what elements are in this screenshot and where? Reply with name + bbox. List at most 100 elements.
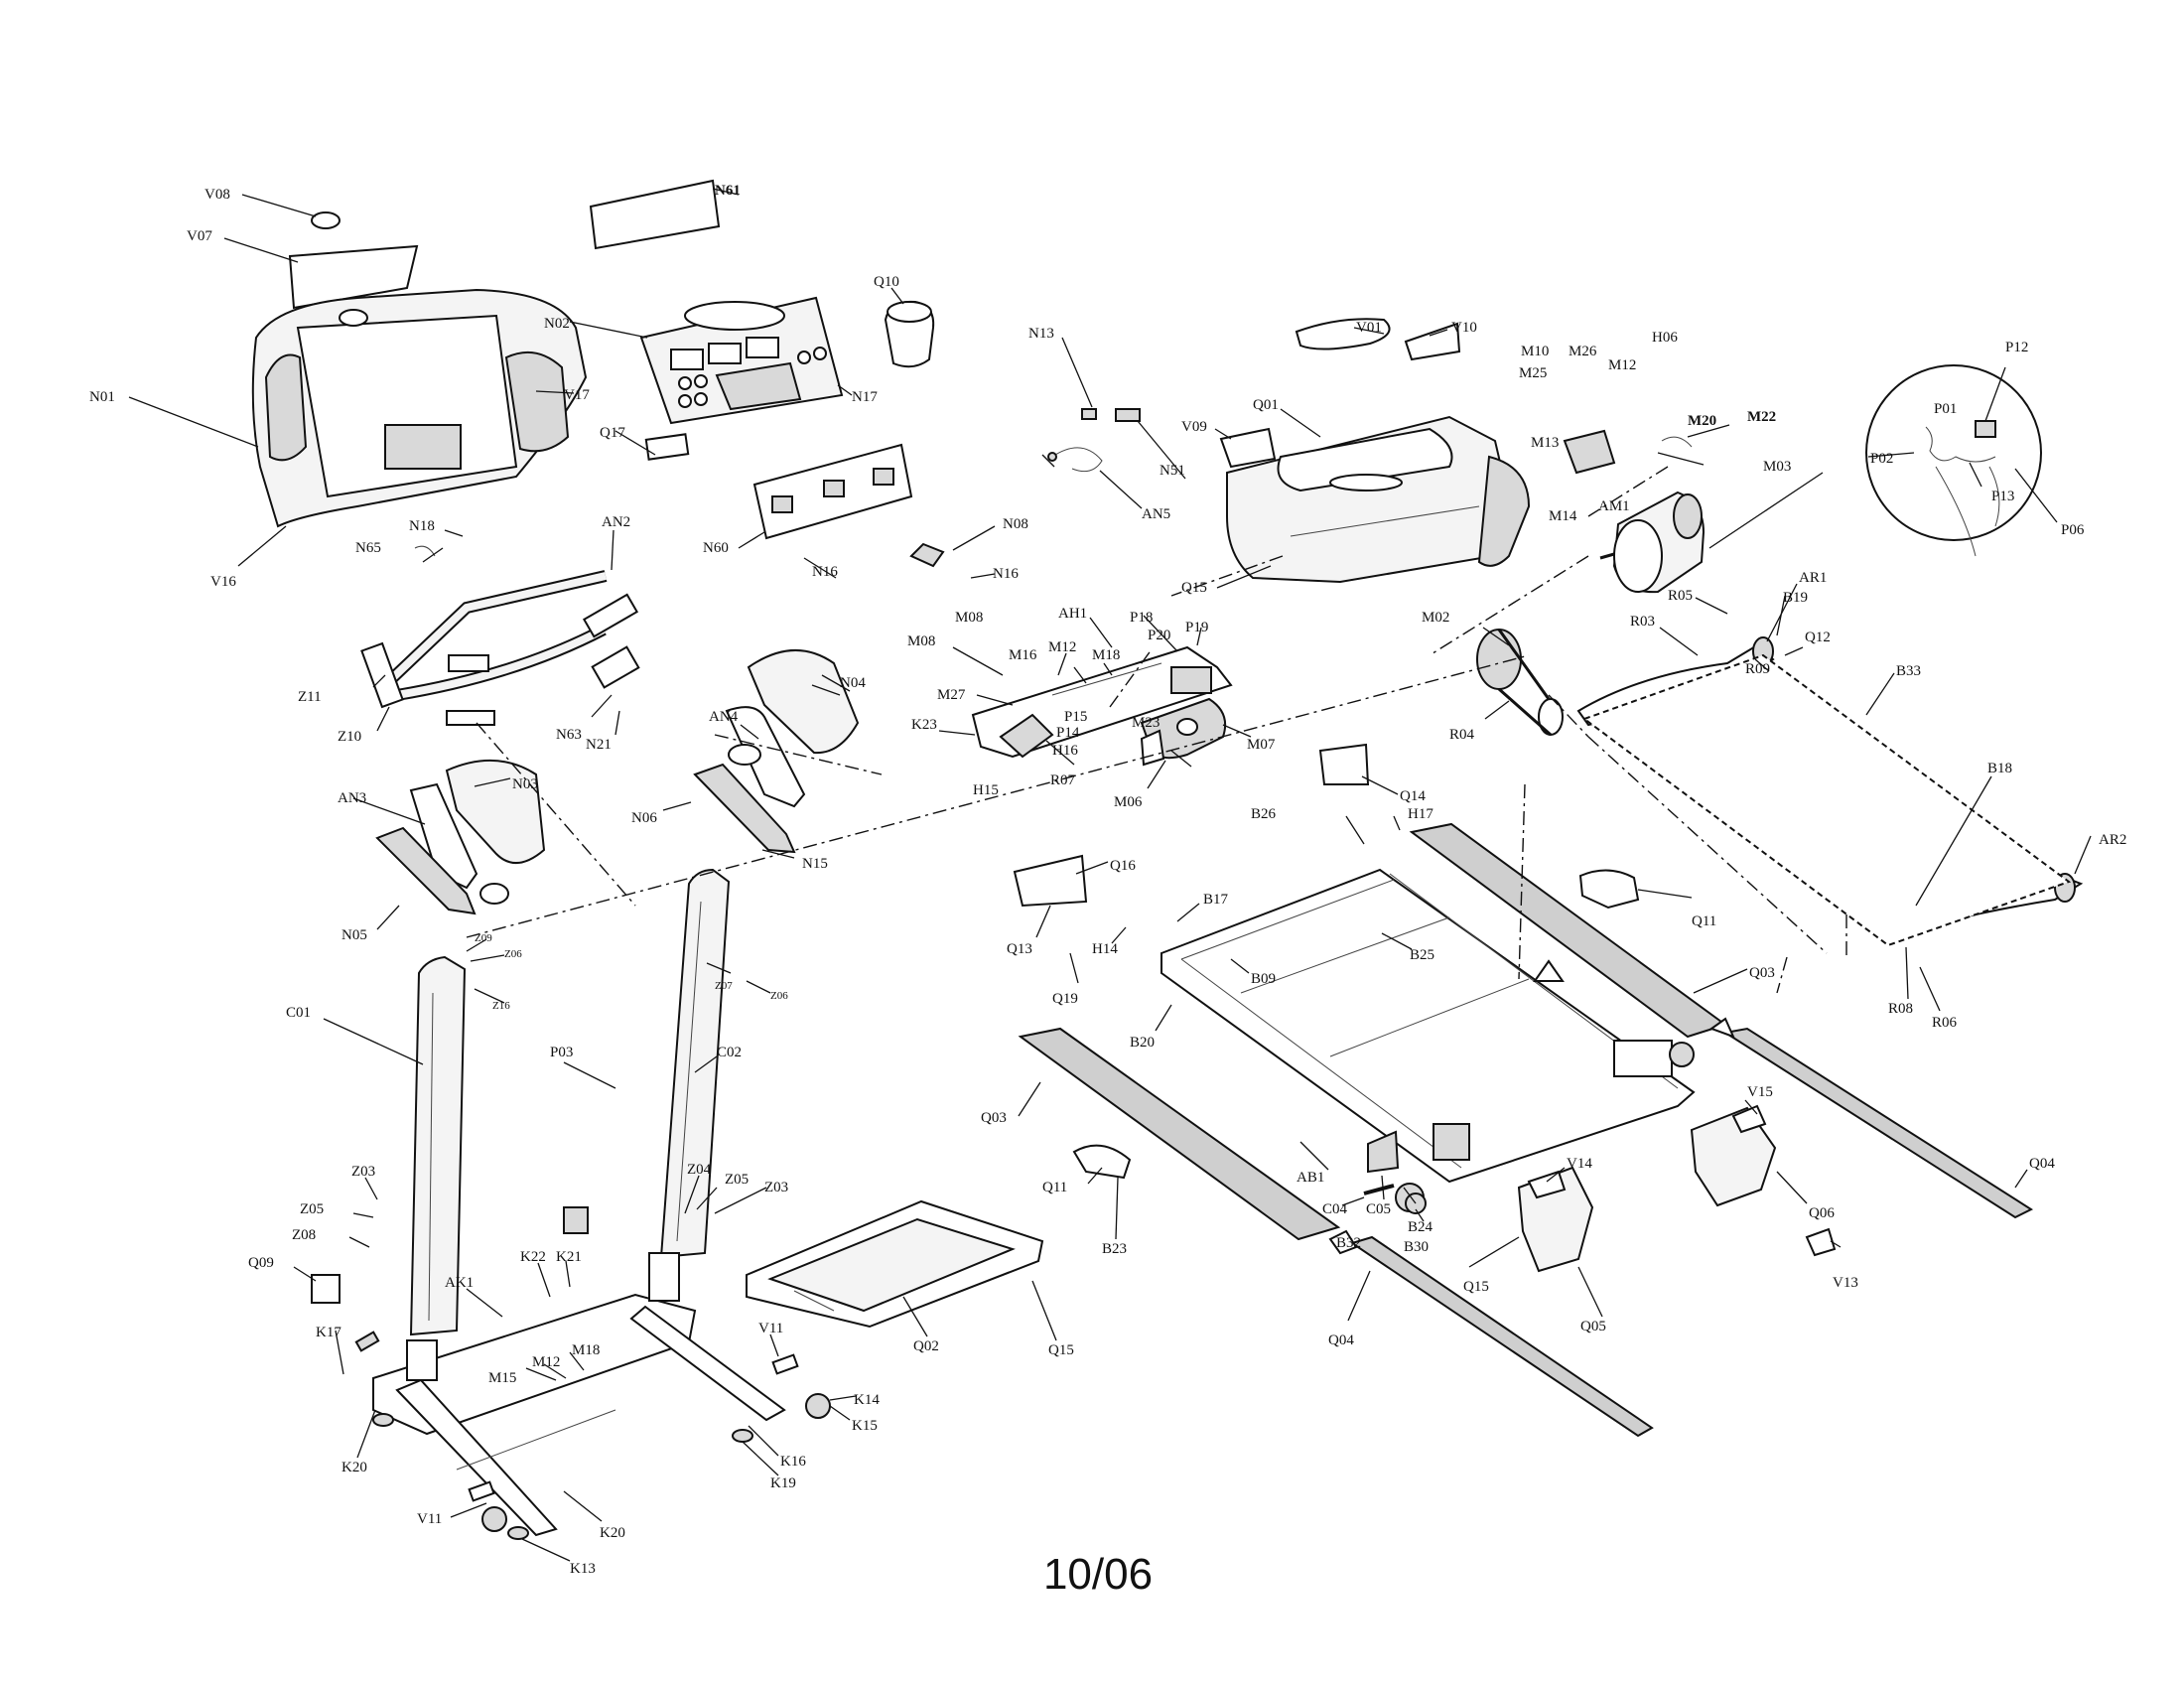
label-n17: N17 [852, 389, 878, 405]
label-p19: P19 [1185, 620, 1208, 635]
label-p12: P12 [2005, 340, 2028, 355]
motor-hood-cover [1226, 415, 1531, 584]
label-ab1: AB1 [1297, 1170, 1324, 1186]
label-p13: P13 [1991, 489, 2014, 504]
label-n15: N15 [802, 856, 828, 872]
label-v08: V08 [205, 187, 230, 203]
label-z09: Z09 [475, 932, 492, 944]
label-q01: Q01 [1253, 397, 1279, 413]
label-c04: C04 [1322, 1201, 1348, 1217]
handlebar-frame [360, 545, 640, 726]
label-am1: AM1 [1598, 498, 1630, 514]
label-m18-b: M18 [572, 1342, 600, 1358]
label-n01: N01 [89, 389, 115, 405]
label-an5: AN5 [1142, 506, 1170, 522]
label-k17: K17 [316, 1325, 341, 1340]
label-m13-a: M13 [1531, 435, 1559, 451]
label-n02: N02 [544, 316, 570, 332]
label-k15: K15 [852, 1418, 878, 1434]
label-z05-b: Z05 [725, 1172, 749, 1188]
label-v01: V01 [1356, 320, 1382, 336]
console-button-row [678, 347, 827, 408]
base-small-parts [311, 1206, 799, 1502]
label-v14: V14 [1567, 1156, 1592, 1172]
label-m25: M25 [1519, 365, 1547, 381]
label-k20-a: K20 [341, 1460, 367, 1475]
label-n60: N60 [703, 540, 729, 556]
label-n16-b: N16 [993, 566, 1019, 582]
safety-key-and-wires [909, 408, 1141, 568]
label-b30: B30 [1404, 1239, 1429, 1255]
label-q13: Q13 [1007, 941, 1032, 957]
label-m08-b: M08 [907, 633, 935, 649]
label-n05: N05 [341, 927, 367, 943]
base-cover [746, 1199, 1044, 1329]
label-c01: C01 [286, 1005, 311, 1021]
label-k13: K13 [570, 1561, 596, 1577]
label-m26: M26 [1569, 344, 1597, 359]
label-z06-b: Z06 [770, 990, 788, 1002]
label-p03: P03 [550, 1045, 573, 1060]
label-k23: K23 [911, 717, 937, 733]
label-r09: R09 [1745, 661, 1770, 677]
label-h16: H16 [1052, 743, 1078, 759]
label-b25: B25 [1410, 947, 1434, 963]
label-p01: P01 [1934, 401, 1957, 417]
label-m08-a: M08 [955, 610, 983, 626]
label-q09: Q09 [248, 1255, 274, 1271]
label-v15: V15 [1747, 1084, 1773, 1100]
label-q19: Q19 [1052, 991, 1078, 1007]
label-q03-a: Q03 [1749, 965, 1775, 981]
console-top-cover [251, 179, 721, 528]
label-z06-a: Z06 [504, 948, 522, 960]
label-z03-b: Z03 [764, 1180, 788, 1195]
label-q02: Q02 [913, 1338, 939, 1354]
label-q10: Q10 [874, 274, 899, 290]
incline-frame-bracket [971, 645, 1233, 759]
label-n13: N13 [1028, 326, 1054, 342]
part-labels: V08 V07 N61 N01 N02 Q10 N17 V17 V16 Q17 … [89, 183, 2126, 1577]
frame-brackets [1013, 743, 1640, 1214]
label-n61: N61 [715, 183, 741, 199]
label-an2: AN2 [602, 514, 630, 530]
label-z10: Z10 [338, 729, 361, 745]
label-q12: Q12 [1805, 630, 1831, 645]
label-q11-b: Q11 [1042, 1180, 1067, 1195]
label-n21: N21 [586, 737, 612, 753]
label-n03: N03 [512, 776, 538, 792]
label-z11: Z11 [298, 689, 322, 705]
label-m12-a: M12 [1608, 357, 1636, 373]
label-k20-b: K20 [600, 1525, 625, 1541]
label-k22: K22 [520, 1249, 546, 1265]
label-m14-a: M14 [1549, 508, 1577, 524]
label-p06: P06 [2061, 522, 2085, 538]
label-decal-q17 [644, 433, 690, 461]
label-ah1: AH1 [1058, 606, 1087, 622]
label-q05: Q05 [1580, 1319, 1606, 1334]
label-k16: K16 [780, 1454, 806, 1470]
label-an3: AN3 [338, 790, 366, 806]
label-b23: B23 [1102, 1241, 1127, 1257]
label-k14: K14 [854, 1392, 880, 1408]
label-z04: Z04 [687, 1162, 712, 1178]
label-b18: B18 [1987, 761, 2012, 776]
label-r03: R03 [1630, 614, 1655, 630]
label-q03-b: Q03 [981, 1110, 1007, 1126]
label-n51: N51 [1160, 463, 1185, 479]
label-m20: M20 [1688, 413, 1716, 429]
label-r04: R04 [1449, 727, 1475, 743]
label-v11-a: V11 [758, 1321, 783, 1336]
label-h15: H15 [973, 782, 999, 798]
label-b26: B26 [1251, 806, 1277, 822]
label-q11-a: Q11 [1692, 913, 1716, 929]
motor-controller-bracket [1563, 429, 1693, 475]
deck-board [1581, 653, 2072, 947]
label-n63: N63 [556, 727, 582, 743]
label-p20: P20 [1148, 628, 1170, 643]
label-q15-b: Q15 [1463, 1279, 1489, 1295]
label-q17: Q17 [600, 425, 625, 441]
label-v09: V09 [1181, 419, 1207, 435]
cup-holder [884, 300, 935, 368]
label-ak1: AK1 [445, 1275, 474, 1291]
label-q15-c: Q15 [1048, 1342, 1074, 1358]
